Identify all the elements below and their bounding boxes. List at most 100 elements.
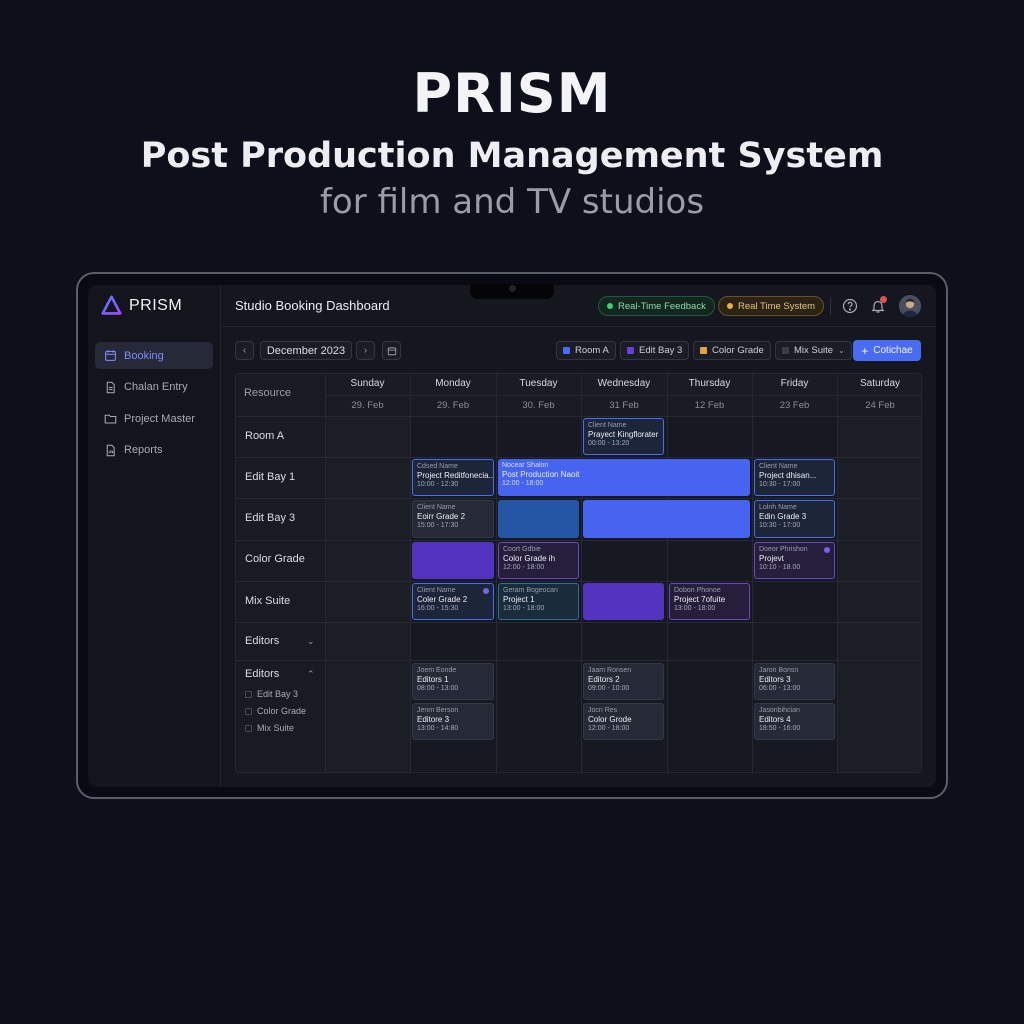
booking-event[interactable]: Client Name Prayect Kingflorater 00:00 -… — [583, 418, 664, 455]
booking-block[interactable] — [583, 583, 664, 620]
plus-icon: + — [861, 343, 869, 358]
editor-event[interactable]: Jaron Bonsn Editors 3 06:00 - 13:00 — [754, 663, 835, 700]
color-swatch — [700, 347, 707, 354]
event-client: Client Name — [588, 422, 627, 429]
next-month-button[interactable]: › — [356, 341, 375, 360]
editor-event[interactable]: Jasonbihcian Editors 4 18:50 - 16:00 — [754, 703, 835, 740]
event-time: 10:30 - 17:00 — [759, 522, 801, 529]
resource-column-bg — [236, 374, 325, 772]
prev-month-button[interactable]: ‹ — [235, 341, 254, 360]
editor-filter-mix-suite[interactable]: Mix Suite — [245, 723, 294, 733]
status-dot — [607, 303, 613, 309]
filter-label: Room A — [575, 345, 609, 356]
status-badge-label: Real Time System — [738, 300, 816, 312]
editor-event[interactable]: Joem Eonde Editors 1 08:00 - 13:00 — [412, 663, 494, 700]
chevron-down-icon[interactable]: ⌄ — [307, 636, 315, 646]
status-dot — [727, 303, 733, 309]
booking-event[interactable]: Doeor Phrishon Projevt 10:10 - 18.00 — [754, 542, 835, 579]
row-label-edit-bay-3: Edit Bay 3 — [245, 512, 296, 524]
booking-block[interactable] — [583, 500, 750, 538]
filter-label: Color Grade — [712, 345, 764, 356]
header-divider — [830, 297, 831, 315]
color-swatch — [782, 347, 789, 354]
booking-event[interactable]: Coort Gdbie Color Grade ih 12:00 - 18:00 — [498, 542, 579, 579]
color-swatch — [627, 347, 634, 354]
header-divider-line — [221, 326, 936, 327]
row-label-mix-suite: Mix Suite — [245, 595, 291, 607]
filter-chip-mix-suite[interactable]: Mix Suite ⌄ — [775, 341, 852, 360]
booking-block[interactable] — [498, 500, 579, 538]
booking-event[interactable]: Nocear Shalon Post Production Naoit 12:0… — [498, 459, 750, 496]
logo-text: PRISM — [129, 296, 183, 314]
editor-event[interactable]: Jocn Res Color Grode 12:00 - 18:00 — [583, 703, 664, 740]
folder-icon — [104, 414, 117, 424]
booking-event[interactable]: Dobon Phonoe Project 7ofuite 13:00 - 18:… — [669, 583, 750, 620]
day-header: Tuesday — [519, 378, 558, 389]
event-client: Dobon Phonoe — [674, 587, 721, 594]
chevron-up-icon[interactable]: ⌃ — [307, 669, 315, 679]
booking-event[interactable]: Client Name Eoirr Grade 2 15:00 - 17:30 — [412, 500, 494, 538]
sidebar-item-label: Booking — [124, 349, 164, 362]
booking-event[interactable]: Client Name Coler Grade 2 16:00 - 15:30 — [412, 583, 494, 620]
day-date: 24 Feb — [865, 400, 895, 411]
primary-button-label: Cotichae — [873, 345, 913, 356]
editors-group-expanded[interactable]: Editors — [245, 668, 280, 680]
event-title: Post Production Naoit — [502, 470, 580, 479]
booking-event[interactable]: Cdsed Name Project Reditfonecia... 10:00… — [412, 459, 494, 496]
event-title: Editors 4 — [759, 715, 791, 724]
checkbox[interactable] — [245, 724, 252, 732]
event-client: Coort Gdbie — [503, 546, 541, 553]
event-title: Coler Grade 2 — [417, 595, 468, 604]
report-icon — [106, 444, 115, 456]
booking-event[interactable]: Client Name Project dhisan... 10:30 - 17… — [754, 459, 835, 496]
editor-filter-edit-bay-3[interactable]: Edit Bay 3 — [245, 689, 298, 699]
day-date: 29. Feb — [436, 400, 470, 411]
notification-bell-icon[interactable] — [870, 298, 886, 314]
status-badge-realtime-system: Real Time System — [718, 296, 825, 316]
event-title: Editors 1 — [417, 675, 449, 684]
event-client: Jasonbihcian — [759, 707, 800, 714]
day-date: 31 Feb — [609, 400, 639, 411]
editors-group-collapsed[interactable]: Editors — [245, 635, 280, 647]
filter-label: Mix Suite — [794, 345, 834, 356]
avatar[interactable] — [899, 295, 921, 317]
booking-block[interactable] — [412, 542, 494, 579]
user-avatar-icon — [899, 295, 921, 317]
editor-event[interactable]: Jaam Ronsen Editors 2 09:00 - 10:00 — [583, 663, 664, 700]
event-client: Cdsed Name — [417, 463, 458, 470]
event-client: Nocear Shalon — [502, 462, 549, 469]
event-time: 10:30 - 17:00 — [759, 481, 801, 488]
status-dot — [824, 547, 830, 553]
checkbox-label: Mix Suite — [257, 723, 295, 733]
sidebar-item-chalan-entry[interactable]: Chalan Entry — [95, 374, 213, 401]
event-client: Doeor Phrishon — [759, 546, 808, 553]
checkbox[interactable] — [245, 707, 252, 715]
booking-event[interactable]: Lolnh Name Edin Grade 3 10:30 - 17:00 — [754, 500, 835, 538]
help-icon[interactable] — [842, 298, 858, 314]
day-header: Sunday — [350, 378, 385, 389]
booking-event[interactable]: Geram Bogeocan Project 1 13:00 - 18:00 — [498, 583, 579, 620]
app-screen: PRISM Booking Chalan Entry Project Maste… — [88, 285, 936, 787]
filter-chip-room-a[interactable]: Room A — [556, 341, 616, 360]
filter-chip-color-grade[interactable]: Color Grade — [693, 341, 771, 360]
sidebar-item-project-master[interactable]: Project Master — [95, 405, 213, 432]
editor-filter-color-grade[interactable]: Color Grade — [245, 706, 306, 716]
app-logo[interactable]: PRISM — [101, 295, 182, 316]
status-badge-realtime-feedback: Real-Time Feedback — [598, 296, 715, 316]
month-selector[interactable]: December 2023 — [260, 341, 352, 360]
event-title: Project 1 — [503, 595, 535, 604]
status-badge-label: Real-Time Feedback — [618, 300, 706, 312]
sidebar-item-reports[interactable]: Reports — [95, 437, 213, 464]
camera-icon — [509, 285, 516, 292]
checkbox-label: Edit Bay 3 — [257, 689, 299, 699]
grid-line — [236, 540, 921, 541]
filter-chip-edit-bay-3[interactable]: Edit Bay 3 — [620, 341, 690, 360]
editor-event[interactable]: Jenm Berson Editore 3 13:00 - 14:80 — [412, 703, 494, 740]
checkbox[interactable] — [245, 690, 252, 698]
calendar-picker-button[interactable] — [382, 341, 401, 360]
sidebar-item-booking[interactable]: Booking — [95, 342, 213, 369]
grid-line — [236, 622, 921, 623]
day-date: 23 Feb — [779, 400, 810, 411]
event-title: Project Reditfonecia... — [417, 471, 494, 480]
primary-action-button[interactable]: + Cotichae — [853, 340, 921, 361]
